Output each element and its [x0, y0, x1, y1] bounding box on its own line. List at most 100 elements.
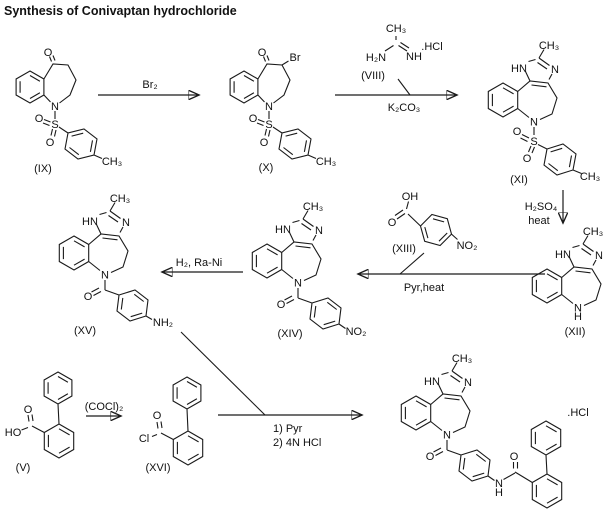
- connector-xiii: [399, 252, 425, 275]
- atom-O-amide1: O: [426, 451, 435, 463]
- structure-xiv: HN N CH₃ N O NO₂ (XIV): [251, 201, 367, 340]
- salt-hcl: .HCl: [421, 41, 442, 53]
- compound-label-ix: (IX): [34, 163, 52, 175]
- atom-HN-imidazole: HN: [424, 376, 440, 388]
- reagent-k2co3: K₂CO₃: [388, 102, 421, 114]
- bonds: [58, 202, 153, 322]
- structure-ix: O N S O O CH₃ (IX): [15, 47, 122, 175]
- atom-O-amide: O: [84, 291, 93, 303]
- atom-O-ketone: O: [44, 47, 53, 59]
- atom-O-sulfonyl2: O: [46, 137, 55, 149]
- atom-CH3: CH₃: [583, 226, 603, 238]
- atom-N-azepine: N: [574, 303, 582, 315]
- reagent-heat: heat: [528, 215, 549, 227]
- atom-O-carbonyl: O: [388, 217, 397, 229]
- structure-xvi: O Cl (XVI): [139, 376, 204, 474]
- atom-N-imidazole: N: [315, 225, 323, 237]
- atom-O-amide: O: [277, 299, 286, 311]
- structure-product: HN N CH₃ N O N H O .HCl: [400, 353, 589, 509]
- bonds: [21, 371, 75, 459]
- bonds: [251, 210, 346, 330]
- atom-HN-imidazole: HN: [82, 216, 98, 228]
- atom-O-ketone: O: [258, 47, 267, 59]
- structure-v: O HO (V): [5, 371, 75, 474]
- connector-xv: [180, 331, 266, 416]
- bonds: [229, 55, 317, 160]
- atom-Cl: Cl: [139, 433, 149, 445]
- structure-xi: HN N CH₃ N S O O CH₃ (XI): [487, 40, 600, 186]
- atom-CH3: CH₃: [110, 193, 130, 205]
- atom-N-azepine: N: [294, 278, 302, 290]
- connector-viii: [397, 78, 411, 96]
- bonds: [400, 362, 563, 509]
- bonds: [151, 376, 204, 466]
- atom-O-sulfonyl2: O: [523, 153, 532, 165]
- compound-label-viii: (VIII): [361, 70, 385, 82]
- atom-N-azepine: N: [101, 270, 109, 282]
- atom-HN-imidazole: HN: [555, 249, 571, 261]
- atom-N-imidazole: N: [595, 250, 603, 262]
- atom-H2N: H₂N: [366, 52, 386, 64]
- atom-H-on-N: H: [574, 311, 582, 323]
- compound-label-xi: (XI): [510, 174, 528, 186]
- compound-label-xvi: (XVI): [145, 462, 170, 474]
- atom-O-amide2: O: [510, 451, 519, 463]
- atom-NO2: NO₂: [457, 240, 478, 252]
- reagent-step-hcl: 2) 4N HCl: [273, 437, 321, 449]
- atom-NO2: NO₂: [346, 326, 367, 338]
- atom-O-sulfonyl1: O: [249, 113, 258, 125]
- atom-N: N: [51, 101, 59, 113]
- compound-label-xiv: (XIV): [277, 328, 302, 340]
- atom-HN-imidazole: HN: [511, 63, 527, 75]
- atom-CH3-tolyl: CH₃: [102, 156, 122, 168]
- atom-CH3: CH₃: [452, 353, 472, 365]
- atom-CH3: CH₃: [539, 40, 559, 52]
- atom-CH3-tolyl: CH₃: [580, 171, 600, 183]
- atom-HN-imidazole: HN: [275, 224, 291, 236]
- reagent-h2so4: H₂SO₄: [525, 201, 558, 213]
- scheme-title: Synthesis of Conivaptan hydrochloride: [4, 4, 237, 18]
- atom-S: S: [530, 136, 537, 148]
- compound-label-x: (X): [259, 162, 274, 174]
- reagent-cocl2: (COCl)₂: [85, 401, 123, 413]
- atom-S: S: [51, 119, 58, 131]
- reagent-br2: Br₂: [142, 79, 157, 91]
- atom-O-carbonyl: O: [24, 404, 33, 416]
- compound-label-xii: (XII): [565, 326, 586, 338]
- structure-x: O Br N S O O CH₃ (X): [229, 47, 336, 174]
- reagent-h2-rani: H₂, Ra-Ni: [176, 257, 222, 269]
- atom-CH3-tolyl: CH₃: [316, 156, 336, 168]
- reaction-arrows: Br₂ K₂CO₃ H₂SO₄ heat Pyr,heat H₂, Ra-Ni …: [85, 78, 563, 449]
- compound-label-v: (V): [16, 462, 31, 474]
- atom-NH2: NH₂: [153, 317, 173, 329]
- salt-hcl: .HCl: [567, 407, 588, 419]
- atom-S: S: [265, 119, 272, 131]
- compound-label-xv: (XV): [74, 325, 96, 337]
- structure-xii: HN N CH₃ N H (XII): [531, 226, 603, 338]
- atom-O-carbonyl: O: [153, 410, 162, 422]
- bonds: [384, 36, 410, 52]
- atom-N-imidazole: N: [464, 377, 472, 389]
- atom-O-sulfonyl2: O: [260, 137, 269, 149]
- atom-O-sulfonyl1: O: [513, 126, 522, 138]
- atom-Br: Br: [290, 52, 301, 64]
- atom-OH: OH: [402, 191, 419, 203]
- atom-N: N: [265, 101, 273, 113]
- structure-viii: CH₃ NH H₂N .HCl (VIII): [361, 23, 443, 82]
- bonds: [394, 201, 458, 247]
- atom-N-imidazole: N: [551, 64, 559, 76]
- atom-N-azepine: N: [443, 430, 451, 442]
- atom-O-sulfonyl1: O: [35, 113, 44, 125]
- atom-CH3: CH₃: [303, 201, 323, 213]
- bonds: [487, 49, 582, 176]
- bonds: [531, 235, 602, 306]
- reagent-step-pyr: 1) Pyr: [273, 423, 303, 435]
- bonds: [15, 55, 103, 160]
- atom-NH: NH: [406, 51, 422, 63]
- atom-CH3: CH₃: [386, 23, 406, 35]
- atom-N-anilide: N: [495, 478, 503, 490]
- atom-N-azepine: N: [530, 117, 538, 129]
- compound-label-xiii: (XIII): [392, 243, 416, 255]
